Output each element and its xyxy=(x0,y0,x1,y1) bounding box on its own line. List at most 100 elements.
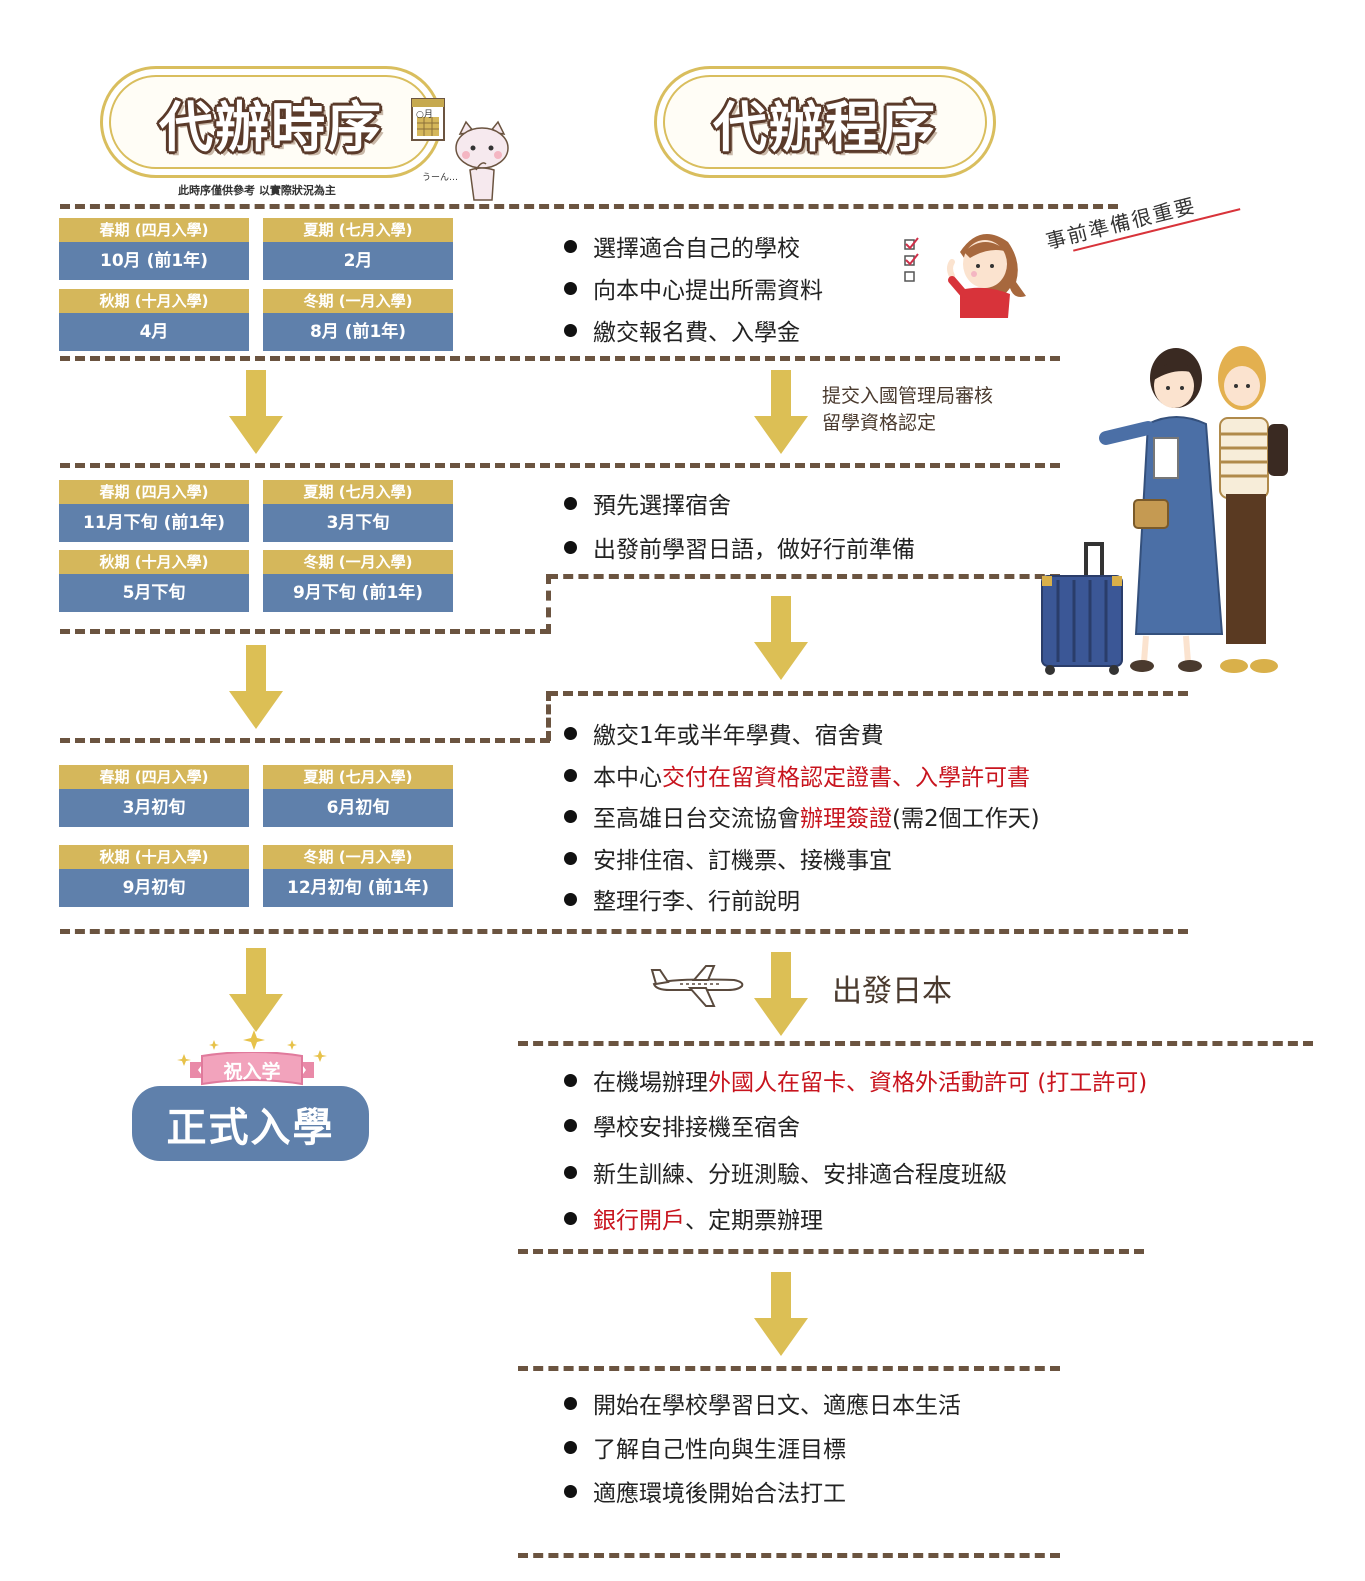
term-label: 春期 (四月入學) xyxy=(59,765,249,789)
step-item: 向本中心提出所需資料 xyxy=(564,271,823,305)
timeline-title-pill: 代辦時序 xyxy=(100,66,442,178)
term-label: 夏期 (七月入學) xyxy=(263,218,453,242)
step-text: 至高雄日台交流協會 xyxy=(593,806,800,832)
timeline-cell-spring: 春期 (四月入學) 11月下旬 (前1年) xyxy=(59,480,249,542)
term-date: 5月下旬 xyxy=(59,574,249,612)
step-item: 新生訓練、分班測驗、安排適合程度班級 xyxy=(564,1155,1007,1189)
term-date: 10月 (前1年) xyxy=(59,242,249,280)
step-text: 在機場辦理 xyxy=(593,1070,708,1096)
step-text: (需2個工作天) xyxy=(892,806,1040,832)
term-date: 3月初旬 xyxy=(59,789,249,827)
immigration-note: 提交入國管理局審核 留學資格認定 xyxy=(822,383,993,437)
divider xyxy=(60,463,1060,468)
term-date: 12月初旬 (前1年) xyxy=(263,869,453,907)
cat-illustration xyxy=(446,120,518,204)
divider xyxy=(60,356,1060,361)
checklist-icon xyxy=(902,236,922,286)
term-date: 11月下旬 (前1年) xyxy=(59,504,249,542)
term-date: 9月初旬 xyxy=(59,869,249,907)
timeline-cell-winter: 冬期 (一月入學) 9月下旬 (前1年) xyxy=(263,550,453,612)
term-label: 夏期 (七月入學) xyxy=(263,480,453,504)
calendar-icon: ○月 xyxy=(411,97,445,141)
down-arrow-icon xyxy=(754,370,808,454)
divider xyxy=(518,1553,1060,1558)
term-date: 9月下旬 (前1年) xyxy=(263,574,453,612)
step-highlight: 外國人在留卡、資格外活動許可 (打工許可) xyxy=(708,1070,1148,1096)
divider xyxy=(60,629,550,634)
timeline-cell-summer: 夏期 (七月入學) 2月 xyxy=(263,218,453,280)
timeline-cell-autumn: 秋期 (十月入學) 5月下旬 xyxy=(59,550,249,612)
timeline-cell-summer: 夏期 (七月入學) 6月初旬 xyxy=(263,765,453,827)
cat-caption: うーん… xyxy=(422,173,459,183)
calendar-label: ○月 xyxy=(416,110,433,120)
down-arrow-icon xyxy=(754,952,808,1036)
step-item: 開始在學校學習日文、適應日本生活 xyxy=(564,1386,961,1420)
down-arrow-icon xyxy=(754,1272,808,1356)
step-item: 選擇適合自己的學校 xyxy=(564,229,800,263)
divider xyxy=(518,1249,1144,1254)
timeline-cell-spring: 春期 (四月入學) 10月 (前1年) xyxy=(59,218,249,280)
note-line: 提交入國管理局審核 xyxy=(822,385,994,407)
step-item: 了解自己性向與生涯目標 xyxy=(564,1430,846,1464)
timeline-cell-winter: 冬期 (一月入學) 8月 (前1年) xyxy=(263,289,453,351)
down-arrow-icon xyxy=(229,645,283,729)
step-item: 本中心交付在留資格認定證書、入學許可書 xyxy=(564,758,1030,792)
term-label: 冬期 (一月入學) xyxy=(263,550,453,574)
step-item: 繳交報名費、入學金 xyxy=(564,313,800,347)
note-line: 留學資格認定 xyxy=(822,412,937,434)
term-label: 春期 (四月入學) xyxy=(59,218,249,242)
term-date: 2月 xyxy=(263,242,453,280)
term-date: 3月下旬 xyxy=(263,504,453,542)
divider xyxy=(546,691,551,741)
step-item: 適應環境後開始合法打工 xyxy=(564,1474,846,1508)
timeline-cell-autumn: 秋期 (十月入學) 9月初旬 xyxy=(59,845,249,907)
step-highlight: 辦理簽證 xyxy=(800,806,892,832)
depart-japan-label: 出發日本 xyxy=(832,974,952,1009)
sparkle-icon xyxy=(174,1030,334,1070)
divider xyxy=(60,738,550,743)
step-item: 安排住宿、訂機票、接機事宜 xyxy=(564,841,892,875)
enrollment-ribbon-text: 祝入学 xyxy=(223,1061,281,1083)
step-item: 出發前學習日語，做好行前準備 xyxy=(564,530,915,564)
step-item: 整理行李、行前說明 xyxy=(564,882,800,916)
divider xyxy=(546,574,551,634)
down-arrow-icon xyxy=(229,948,283,1032)
step-item: 學校安排接機至宿舍 xyxy=(564,1108,800,1142)
step-highlight: 銀行開戶 xyxy=(593,1208,685,1234)
term-date: 4月 xyxy=(59,313,249,351)
term-label: 秋期 (十月入學) xyxy=(59,289,249,313)
term-label: 夏期 (七月入學) xyxy=(263,765,453,789)
timeline-cell-winter: 冬期 (一月入學) 12月初旬 (前1年) xyxy=(263,845,453,907)
travelers-illustration xyxy=(1036,344,1304,684)
timeline-cell-summer: 夏期 (七月入學) 3月下旬 xyxy=(263,480,453,542)
enrollment-ribbon: 祝入学 xyxy=(190,1052,314,1088)
step-highlight: 交付在留資格認定證書、入學許可書 xyxy=(662,765,1030,791)
term-label: 秋期 (十月入學) xyxy=(59,845,249,869)
step-item: 預先選擇宿舍 xyxy=(564,486,731,520)
divider xyxy=(518,1041,1313,1046)
preparation-callout: 事前準備很重要 xyxy=(1042,189,1241,254)
step-text: 、定期票辦理 xyxy=(685,1208,823,1234)
step-item: 在機場辦理外國人在留卡、資格外活動許可 (打工許可) xyxy=(564,1063,1147,1097)
airplane-icon xyxy=(650,964,746,1008)
step-text: 本中心 xyxy=(593,765,662,791)
divider xyxy=(548,574,1060,579)
timeline-note: 此時序僅供參考 以實際狀況為主 xyxy=(178,184,336,197)
term-label: 冬期 (一月入學) xyxy=(263,845,453,869)
process-title: 代辦程序 xyxy=(713,95,937,159)
timeline-cell-spring: 春期 (四月入學) 3月初旬 xyxy=(59,765,249,827)
divider xyxy=(548,691,1188,696)
process-title-pill: 代辦程序 xyxy=(654,66,996,178)
step-item: 至高雄日台交流協會辦理簽證 (需2個工作天) xyxy=(564,799,1040,833)
enrollment-title: 正式入學 xyxy=(166,1104,335,1151)
step-item: 繳交1年或半年學費、宿舍費 xyxy=(564,716,884,750)
divider xyxy=(60,929,1188,934)
divider xyxy=(60,204,1118,209)
step-item: 銀行開戶、定期票辦理 xyxy=(564,1201,823,1235)
timeline-cell-autumn: 秋期 (十月入學) 4月 xyxy=(59,289,249,351)
timeline-title: 代辦時序 xyxy=(159,95,383,159)
down-arrow-icon xyxy=(229,370,283,454)
down-arrow-icon xyxy=(754,596,808,680)
term-label: 冬期 (一月入學) xyxy=(263,289,453,313)
divider xyxy=(518,1366,1060,1371)
